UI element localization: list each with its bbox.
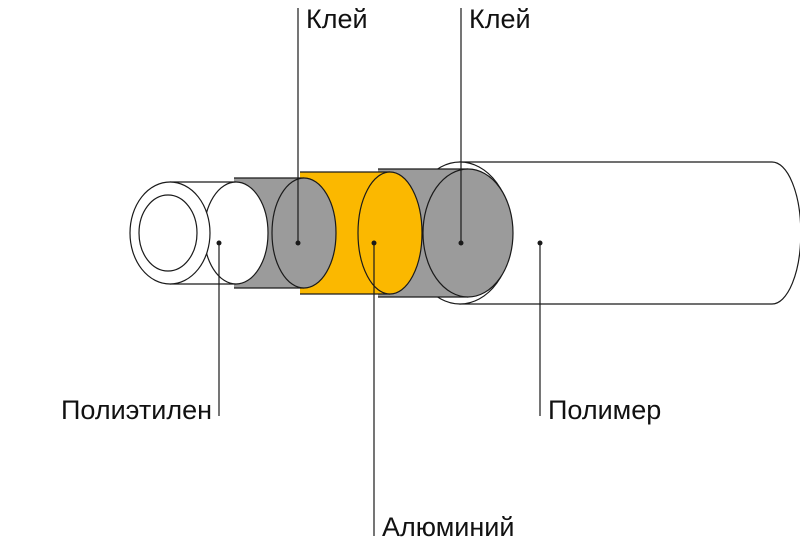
label-glue-left: Клей (306, 4, 368, 34)
label-aluminum: Алюминий (382, 512, 514, 542)
aluminum-layer-end (357, 171, 423, 295)
pipe-mouth (129, 181, 211, 285)
label-polyethylene: Полиэтилен (61, 395, 212, 425)
glue-layer-outer-end (422, 168, 514, 298)
label-polymer: Полимер (548, 395, 661, 425)
label-glue-right: Клей (469, 4, 531, 34)
dot-glue-right (458, 240, 464, 246)
glue-layer-inner-end (271, 177, 337, 289)
dot-polyethylene (216, 240, 222, 246)
polymer-layer-body (459, 161, 800, 305)
dot-polymer (537, 240, 543, 246)
dot-glue-left (295, 240, 301, 246)
dot-aluminum (371, 240, 377, 246)
pipe-mouth-inner-bore (138, 194, 198, 272)
polyethylene-layer-end (203, 181, 269, 285)
